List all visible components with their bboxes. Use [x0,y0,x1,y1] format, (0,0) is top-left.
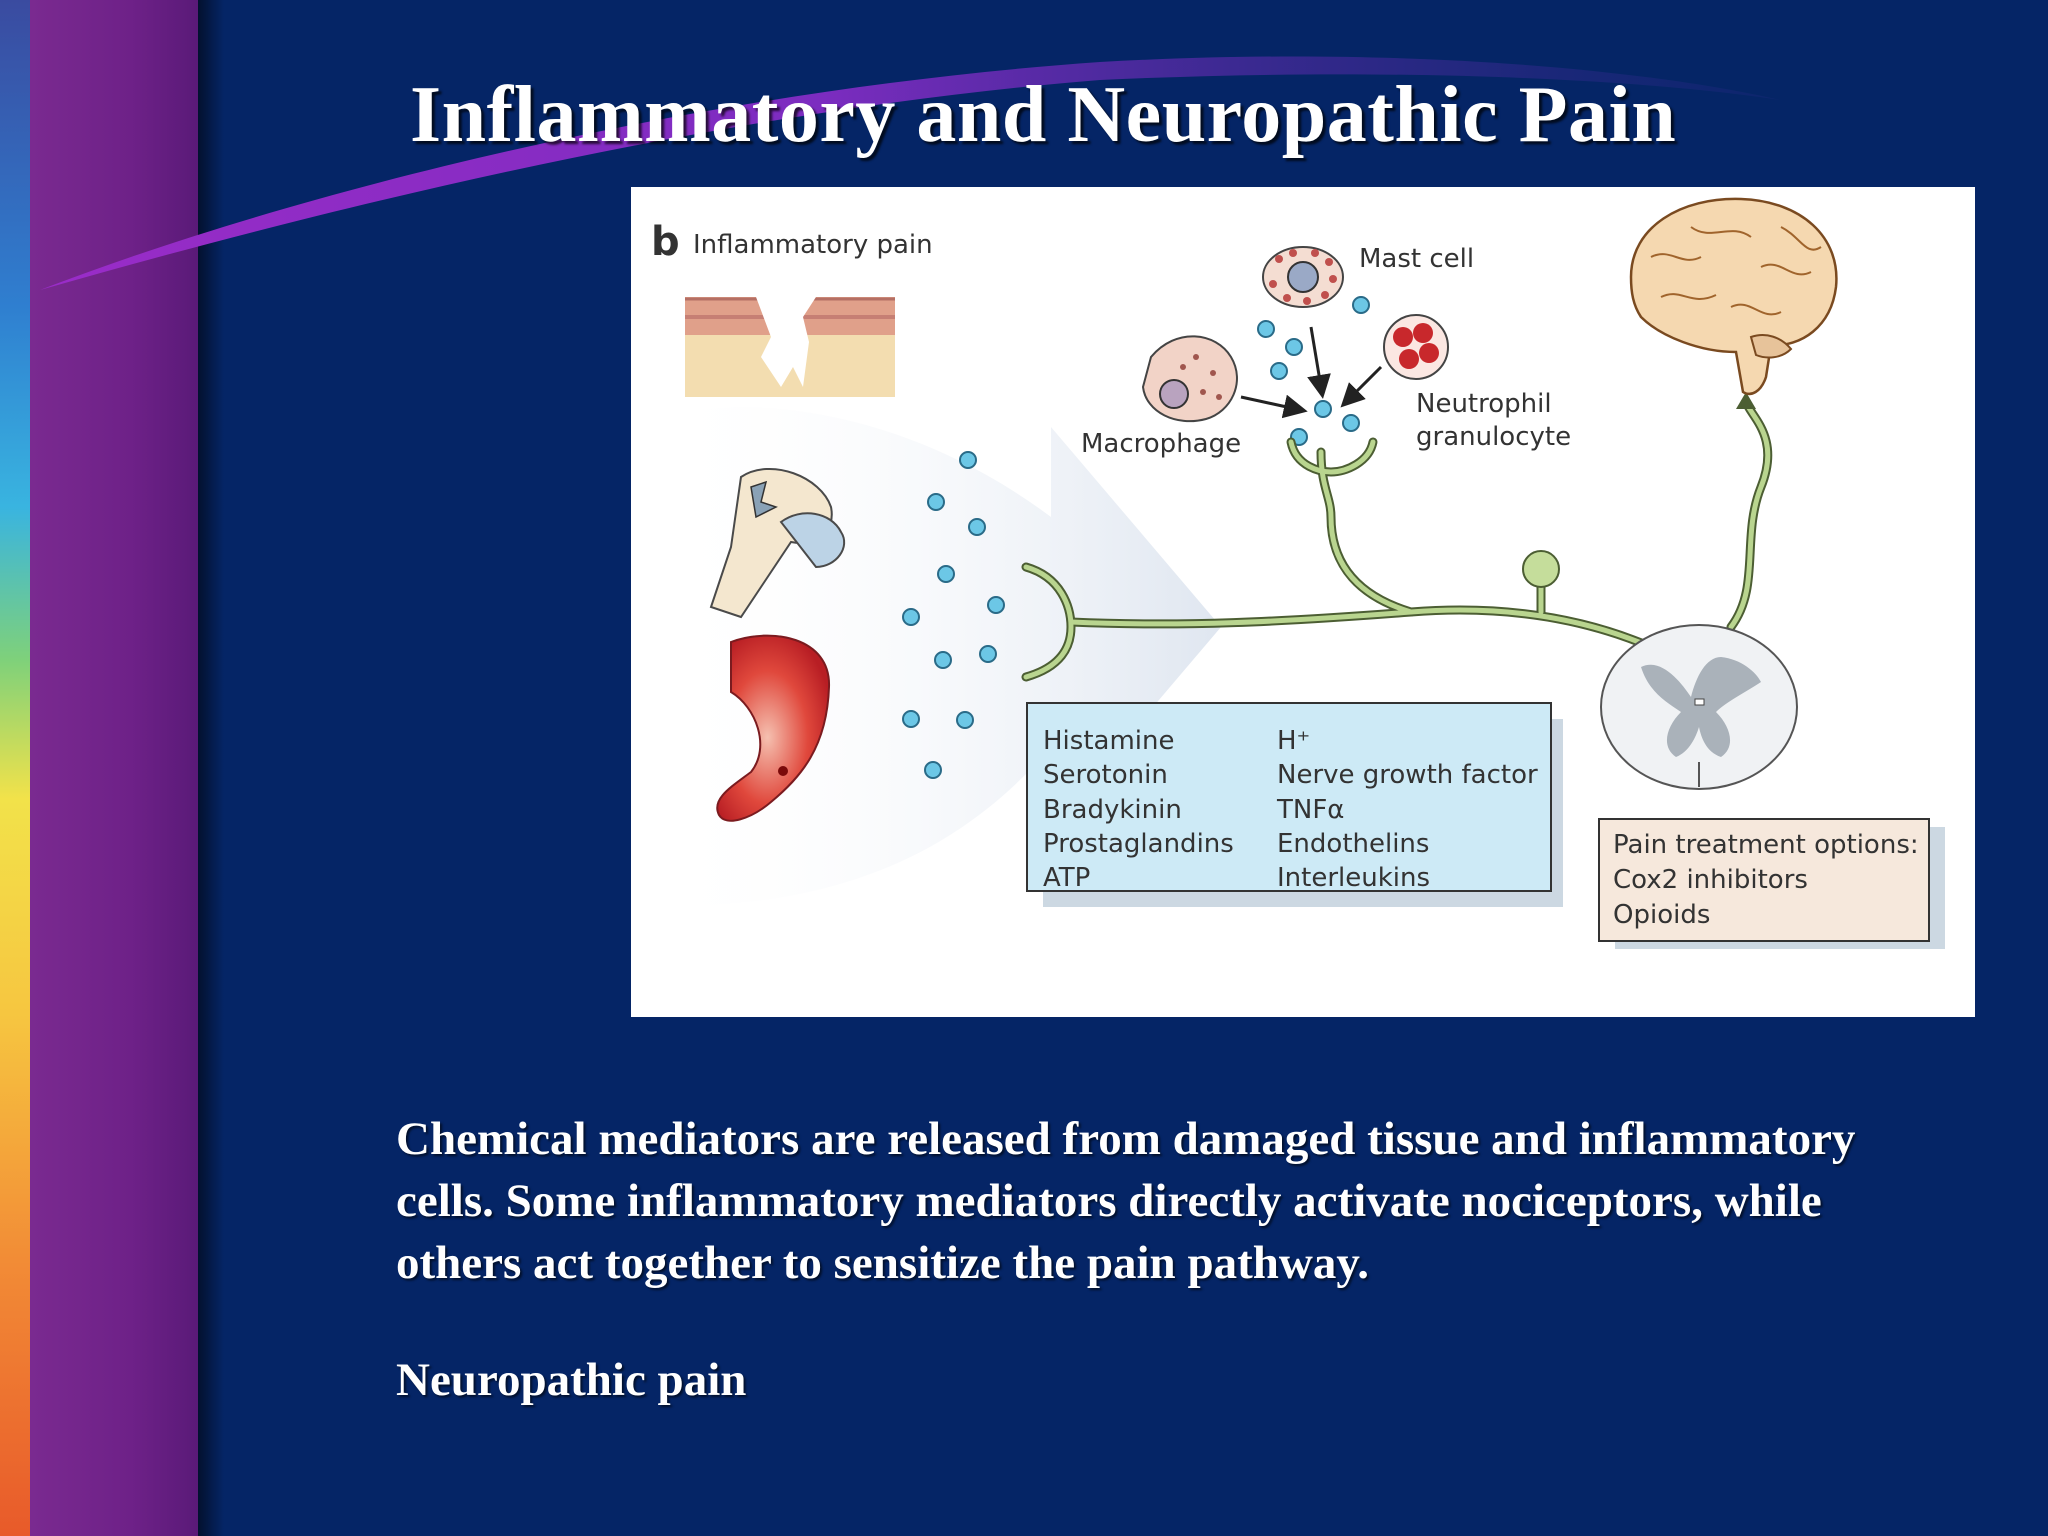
cell-release-arrows [1240,326,1383,419]
rainbow-edge-strip [0,0,30,1536]
brain-illustration [1629,197,1838,396]
mediator-interleukins: Interleukins [1277,863,1430,893]
knee-joint-illustration [709,468,846,619]
mast-cell-label: Mast cell [1359,244,1474,274]
mediator-endothelins: Endothelins [1277,829,1429,859]
panel-title: Inflammatory pain [693,230,933,260]
side-bar [30,0,198,1536]
inflammatory-pain-figure: b Inflammatory pain [631,187,1975,1017]
treatment-options-box: Pain treatment options: Cox2 inhibitors … [1598,818,1945,949]
macrophage-cell [1141,335,1238,423]
mediator-proton: H⁺ [1277,726,1310,756]
mediator-dots [902,296,1370,779]
skin-wound-illustration [685,297,895,397]
mediator-list-box: Histamine Serotonin Bradykinin Prostagla… [1026,702,1563,907]
treatment-heading: Pain treatment options: [1613,830,1919,860]
slide-title: Inflammatory and Neuropathic Pain [410,71,1677,159]
neutrophil-label-line1: Neutrophil [1416,389,1552,419]
spinal-cord-section [1600,624,1798,790]
slide-caption: Chemical mediators are released from dam… [396,1113,1856,1289]
treatment-opioids: Opioids [1613,900,1710,930]
mediator-atp: ATP [1043,863,1090,893]
mast-cell [1262,246,1344,308]
stomach-illustration [716,634,831,822]
decorative-swoosh [40,56,1780,290]
neuropathic-pain-heading: Neuropathic pain [396,1354,747,1406]
dorsal-root-ganglion [1522,550,1560,588]
mediator-serotonin: Serotonin [1043,760,1168,790]
mediator-tnf-alpha: TNFα [1276,795,1344,825]
mediator-prostaglandins: Prostaglandins [1043,829,1234,859]
treatment-cox2-inhibitors: Cox2 inhibitors [1613,865,1808,895]
neutrophil-label-line2: granulocyte [1416,422,1571,452]
panel-letter: b [651,219,680,265]
ascending-signal-arrowhead [1736,392,1756,409]
mediator-histamine: Histamine [1043,726,1174,756]
mediator-bradykinin: Bradykinin [1043,795,1182,825]
mediator-nerve-growth-factor: Nerve growth factor [1277,760,1538,790]
macrophage-label: Macrophage [1081,429,1241,459]
neutrophil-granulocyte-cell [1383,314,1449,380]
side-bar-shadow [198,0,224,1536]
